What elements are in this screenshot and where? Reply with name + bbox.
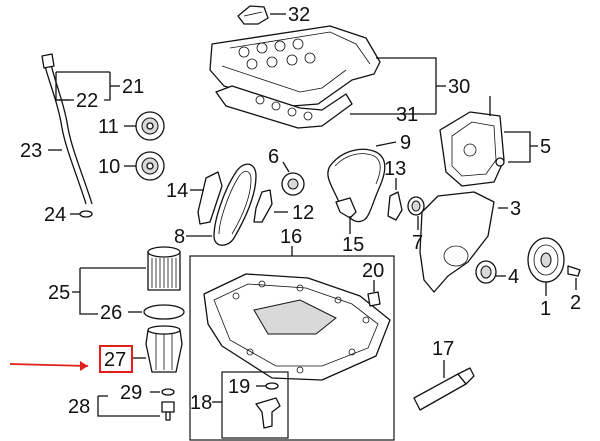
oil-filter-element [72,246,181,315]
camshaft-seal [407,196,425,230]
callout-2: 2 [570,292,581,314]
sensor-element [255,397,281,429]
highlight-box [99,345,133,373]
callout-24: 24 [44,204,66,226]
timing-cover-upper [439,96,538,187]
timing-chain [186,163,257,246]
callout-31: 31 [396,104,418,126]
oil-pan-group-box [189,246,395,441]
balance-chain [327,141,397,223]
front-cover [419,191,508,293]
callout-5: 5 [540,136,551,158]
balance-chain-guide [335,197,357,234]
callout-18: 18 [190,392,212,414]
sensor-kit-box [212,371,289,439]
callout-4: 4 [508,266,519,288]
oil-pan [203,273,391,381]
callout-11: 11 [98,116,119,138]
valve-cover-gasket [215,85,436,129]
callout-13: 13 [384,158,406,180]
callout-29: 29 [120,382,142,404]
callout-32: 32 [288,4,310,26]
drain-plug-washer [150,388,175,396]
sealant-tube [413,360,475,411]
chain-tensioner-guide [253,189,288,223]
callout-10: 10 [98,156,120,178]
oil-filter-housing [132,325,183,373]
callout-20: 20 [362,260,384,282]
callout-1: 1 [540,298,551,320]
callout-28: 28 [68,396,90,418]
dipstick-and-tube [41,53,120,218]
callout-7: 7 [412,232,423,254]
callout-17: 17 [432,338,454,360]
callout-27: 27 [104,349,126,371]
callout-23: 23 [20,140,42,162]
callout-21: 21 [122,76,144,98]
cam-phaser-lower [124,151,165,181]
callout-15: 15 [342,234,364,256]
highlight-arrow [9,361,89,371]
callout-3: 3 [510,198,521,220]
cam-phaser-upper [124,111,165,141]
oil-level-sensor [367,280,381,307]
crankshaft-seal [475,260,506,284]
callout-16: 16 [280,226,302,248]
crank-sprocket [281,161,305,196]
callout-25: 25 [48,282,70,304]
chain-guide-left [190,171,223,225]
callout-19: 19 [228,376,250,398]
filter-housing-o-ring [128,304,185,320]
callout-6: 6 [268,146,279,168]
drain-plug [97,395,175,421]
crankshaft-pulley [527,237,565,296]
valve-cover [209,25,446,114]
pulley-bolt [567,265,581,290]
callout-14: 14 [166,180,188,202]
callout-26: 26 [100,302,122,324]
callout-8: 8 [174,226,185,248]
sensor-gasket [256,382,279,390]
callout-30: 30 [448,76,470,98]
chain-tensioner [387,178,403,221]
callout-22: 22 [76,90,98,112]
oil-filler-cap [237,5,286,25]
callout-12: 12 [292,202,314,224]
callout-9: 9 [400,132,411,154]
